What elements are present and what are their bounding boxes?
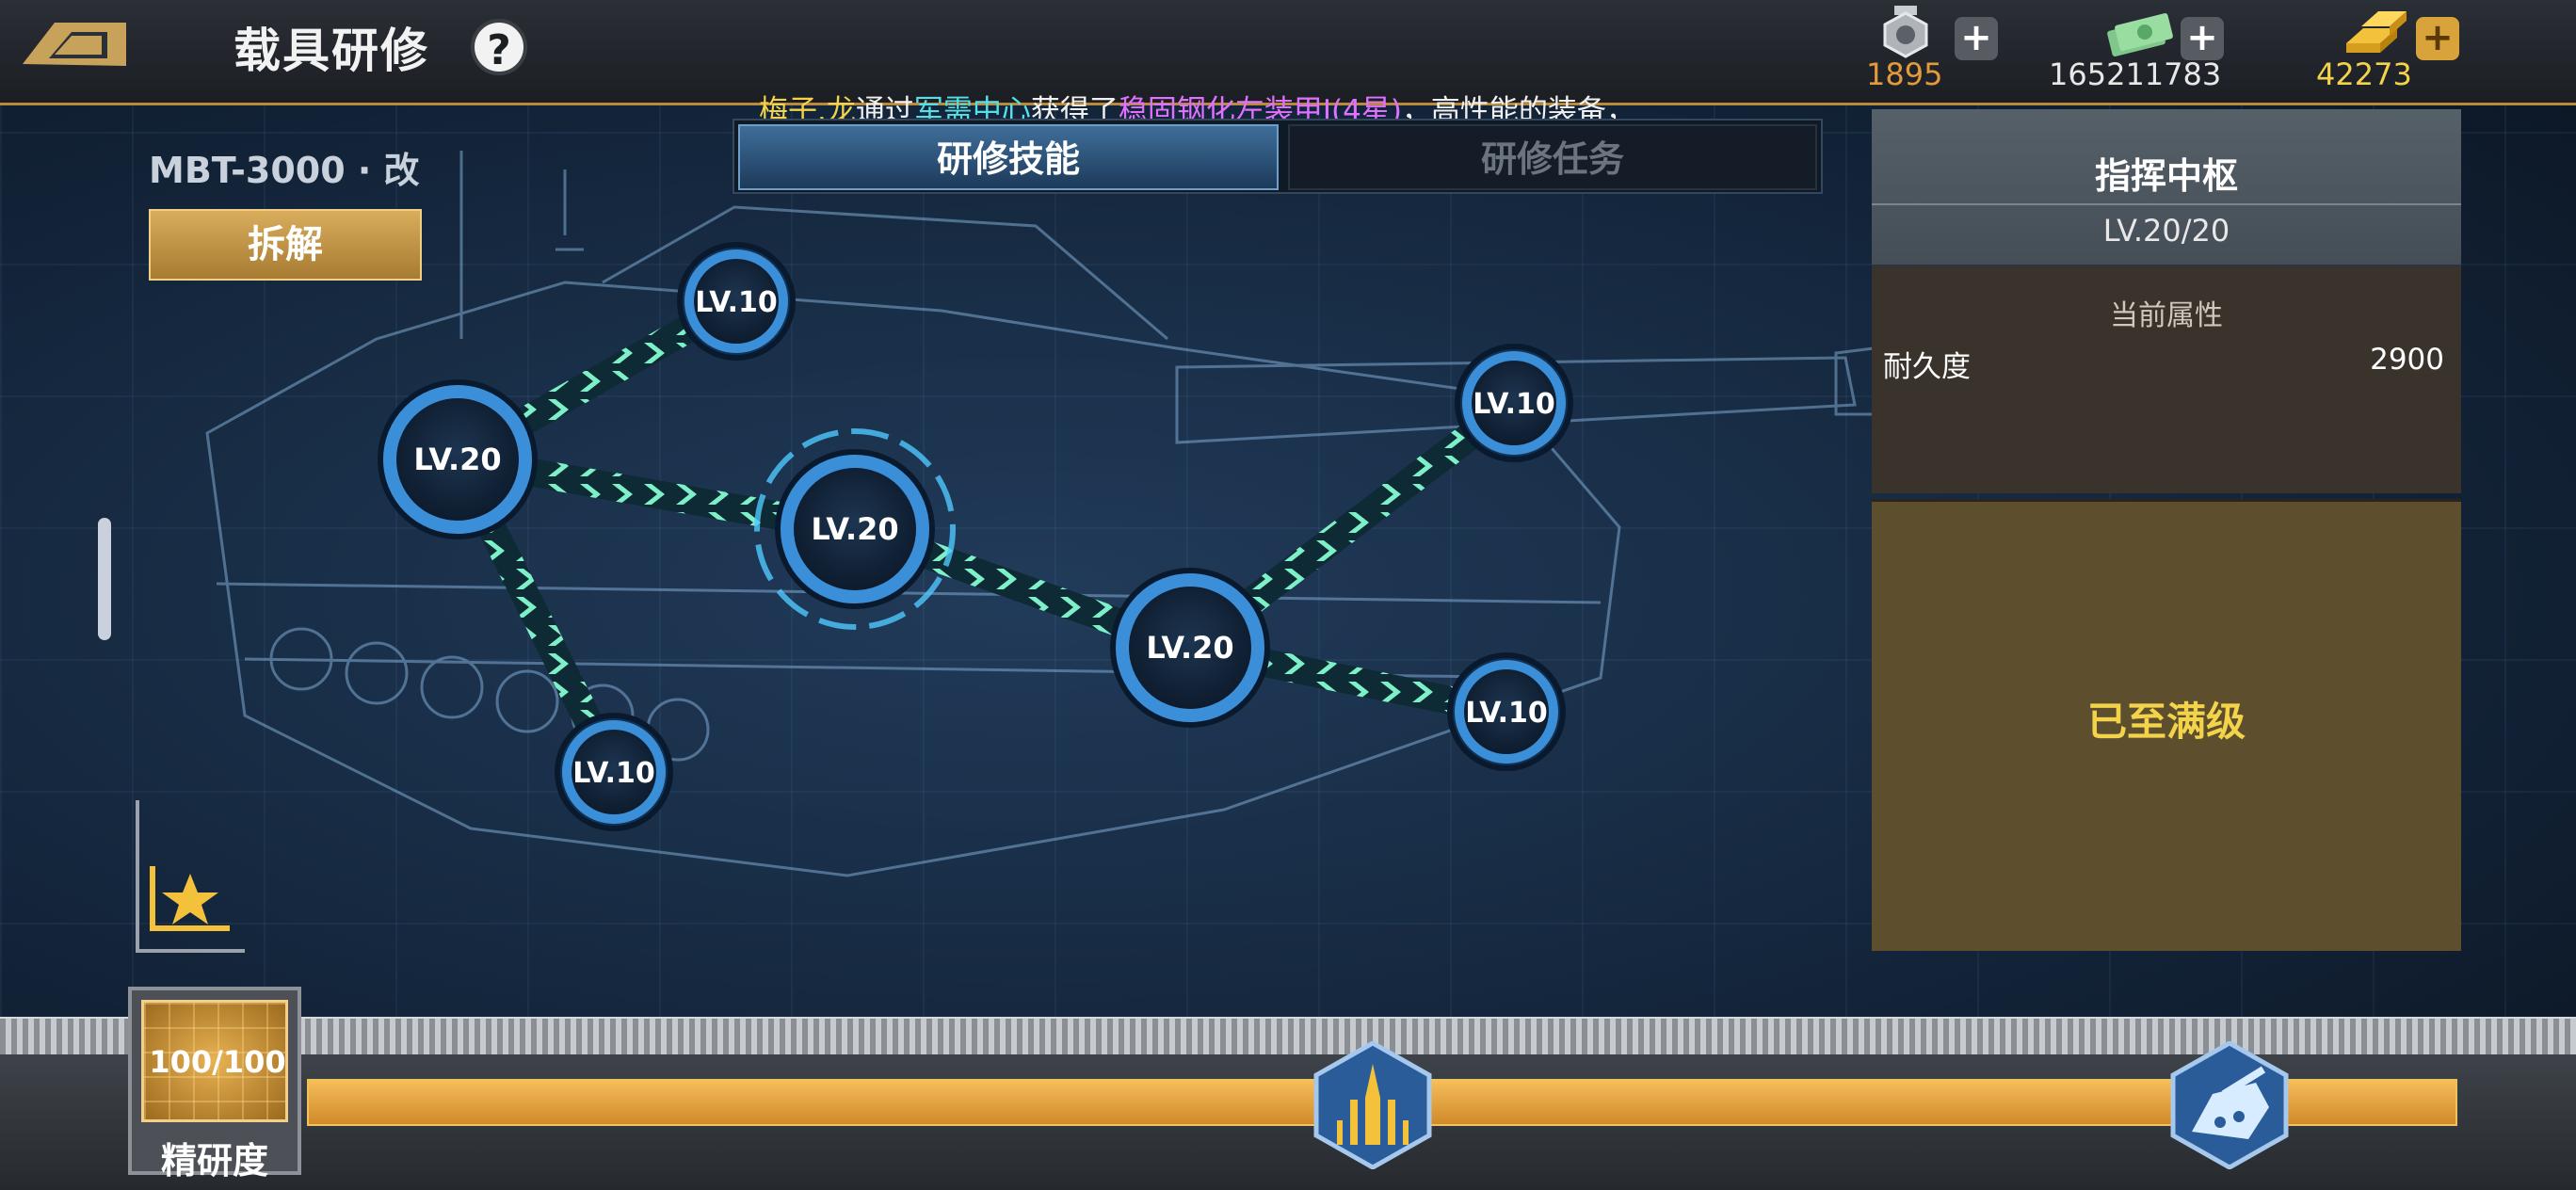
refine-badge-grid: 100/100 xyxy=(141,1000,288,1122)
gold-bar-icon xyxy=(2346,11,2407,53)
back-icon[interactable] xyxy=(17,17,130,72)
skill-node[interactable]: LV.10 xyxy=(555,713,673,831)
page-title: 载具研修 xyxy=(233,24,429,78)
resource-medal: + 1895 xyxy=(1864,0,2053,94)
skill-node[interactable]: LV.20 xyxy=(1110,568,1270,728)
milestone-tower-icon[interactable] xyxy=(1309,1041,1437,1169)
tab-bar: 研修技能 研修任务 xyxy=(733,119,1823,194)
skill-node[interactable]: LV.10 xyxy=(1447,652,1566,771)
max-level-section: 已至满级 xyxy=(1872,499,2461,951)
add-gold-button[interactable]: + xyxy=(2416,17,2459,60)
max-level-status: 已至满级 xyxy=(2086,699,2246,745)
skill-links xyxy=(444,288,1523,779)
tab-research-skills[interactable]: 研修技能 xyxy=(738,124,1279,190)
dismantle-button[interactable]: 拆解 xyxy=(149,209,422,281)
vehicle-name: MBT-3000 · 改 xyxy=(149,150,420,191)
milestone-tank-icon[interactable] xyxy=(2165,1041,2294,1169)
attribute-name: 耐久度 xyxy=(1883,350,1971,384)
refine-label: 精研度 xyxy=(160,1140,268,1182)
side-drawer-handle[interactable] xyxy=(98,518,111,640)
resource-cash: + 165211783 xyxy=(2049,0,2331,94)
skill-node-label: LV.20 xyxy=(413,442,501,477)
gold-count: 42273 xyxy=(2316,56,2412,92)
skill-node-core xyxy=(1462,351,1566,455)
skill-node-core xyxy=(562,720,666,824)
cash-icon xyxy=(2107,13,2173,56)
refine-level-badge[interactable]: 100/100 精研度 xyxy=(128,987,301,1182)
skill-node[interactable]: LV.10 xyxy=(1455,344,1573,462)
help-icon[interactable]: ? xyxy=(471,19,527,75)
tab-research-tasks[interactable]: 研修任务 xyxy=(1288,124,1817,190)
refine-value: 100/100 xyxy=(149,1044,286,1080)
panel-header: 指挥中枢 LV.20/20 xyxy=(1872,109,2461,267)
skill-node-core xyxy=(781,455,929,603)
skill-node-core xyxy=(383,385,532,534)
skill-node-label: LV.10 xyxy=(1473,388,1554,421)
skill-node-label: LV.20 xyxy=(1146,630,1233,666)
add-medal-button[interactable]: + xyxy=(1955,17,1998,60)
skill-node-core xyxy=(1455,660,1558,764)
skill-node-label: LV.10 xyxy=(572,757,654,790)
star-rank-icon[interactable] xyxy=(132,800,249,955)
cash-count: 165211783 xyxy=(2049,56,2222,92)
skill-node[interactable]: LV.20 xyxy=(754,428,956,630)
skill-node[interactable]: LV.20 xyxy=(378,379,538,539)
top-bar: 载具研修 ? + 1895 + 165211783 xyxy=(0,0,2576,105)
attribute-title: 当前属性 xyxy=(2110,299,2223,332)
medal-count: 1895 xyxy=(1866,56,1943,92)
skill-node-label: LV.10 xyxy=(695,286,777,319)
skill-node-label: LV.20 xyxy=(811,511,898,547)
skill-node-core xyxy=(1116,573,1264,722)
skill-name: 指挥中枢 xyxy=(2094,155,2238,197)
add-cash-button[interactable]: + xyxy=(2181,17,2224,60)
resource-gold: + 42273 xyxy=(2314,0,2512,94)
selected-node-glow xyxy=(754,428,956,630)
skill-detail-panel: 指挥中枢 LV.20/20 当前属性 耐久度 2900 已至满级 xyxy=(1872,109,2461,1013)
rail-divider xyxy=(0,1017,2576,1054)
skill-node[interactable]: LV.10 xyxy=(677,242,796,361)
medal-icon xyxy=(1883,6,1928,58)
skill-node-label: LV.10 xyxy=(1465,697,1547,730)
attribute-value: 2900 xyxy=(2370,343,2444,377)
skill-level: LV.20/20 xyxy=(1872,203,2461,249)
attribute-section: 当前属性 耐久度 2900 xyxy=(1872,267,2461,493)
skill-node-core xyxy=(684,249,788,353)
